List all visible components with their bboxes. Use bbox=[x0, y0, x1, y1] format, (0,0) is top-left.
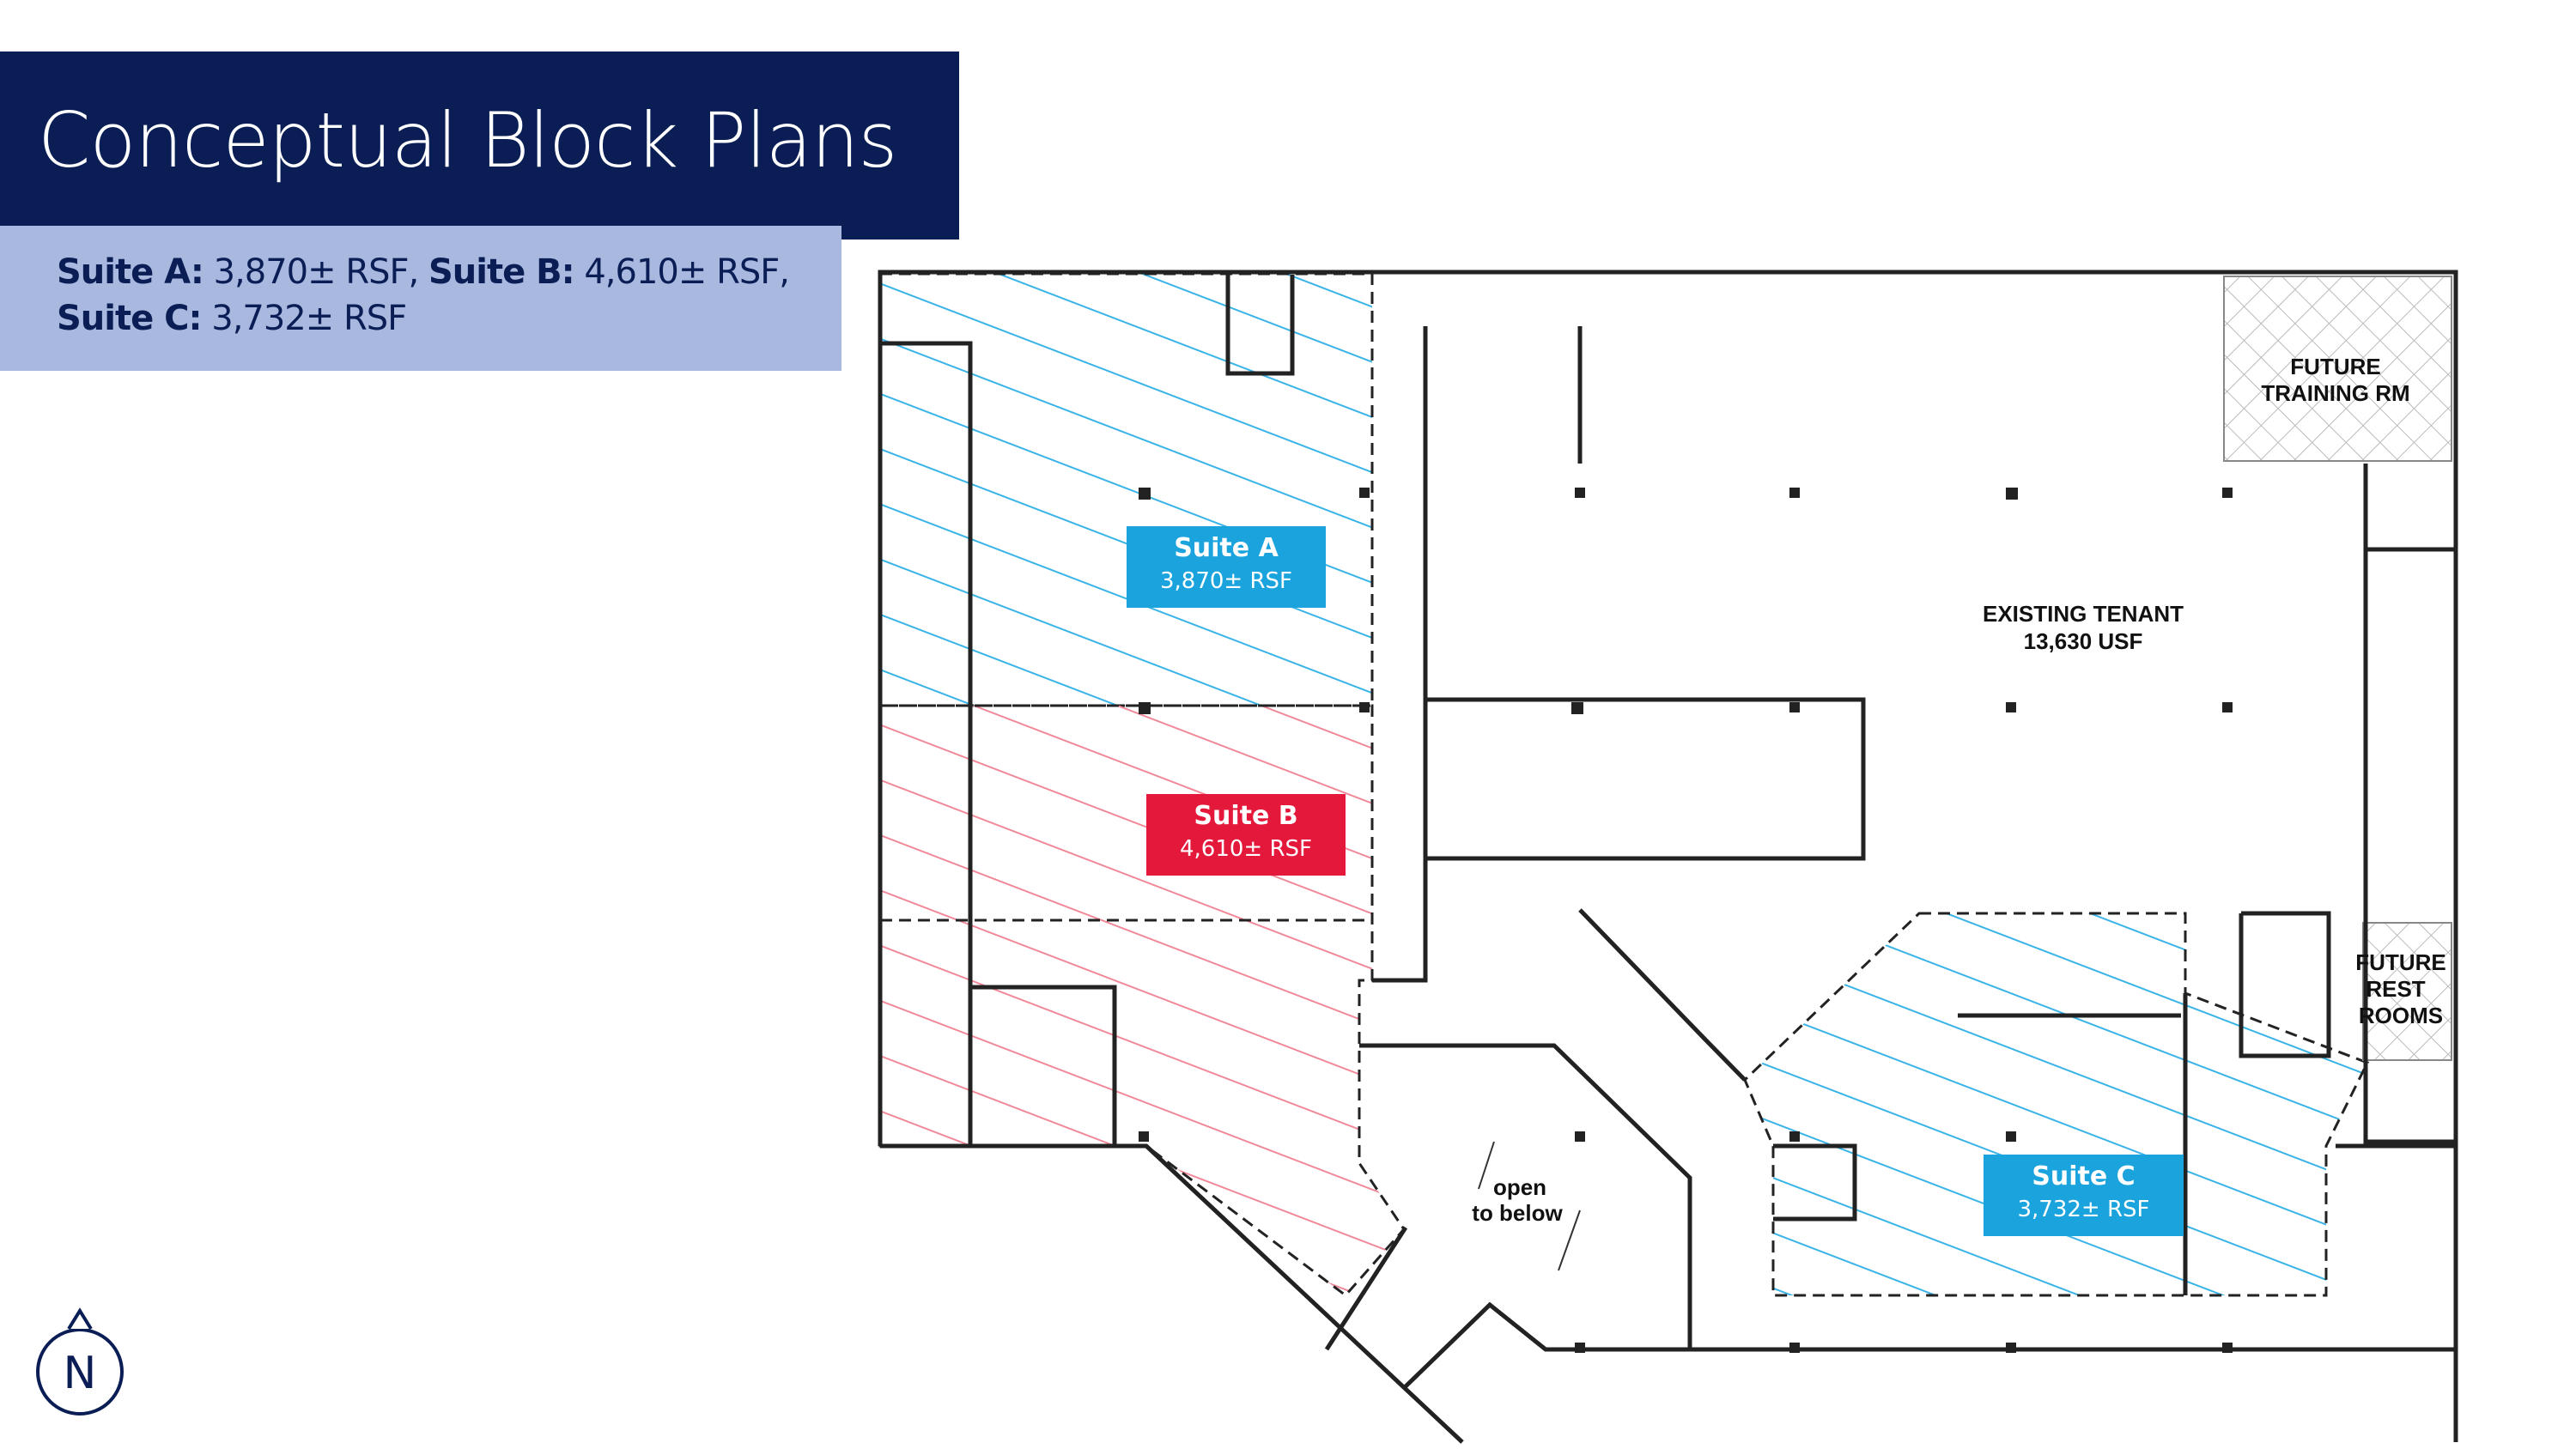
summary-banner bbox=[0, 226, 841, 371]
suite-c-name: Suite C bbox=[2032, 1161, 2136, 1191]
north-compass-icon: N bbox=[36, 1307, 124, 1416]
suite-b-rsf: 4,610± RSF bbox=[1179, 836, 1312, 862]
future-training-area bbox=[2223, 276, 2452, 462]
future-restrooms-label-2: REST bbox=[2366, 976, 2425, 1002]
future-restrooms-area bbox=[2362, 922, 2452, 1061]
page-title: Conceptual Block Plans bbox=[38, 96, 897, 185]
suite-b-tag: Suite B 4,610± RSF bbox=[1146, 794, 1346, 876]
north-label: N bbox=[64, 1348, 97, 1399]
suite-c-rsf: 3,732± RSF bbox=[2017, 1197, 2150, 1222]
future-training-label-1: FUTURE bbox=[2290, 354, 2380, 379]
summary-suite-c-area: 3,732± RSF bbox=[201, 299, 407, 338]
building-walls bbox=[878, 270, 2458, 1444]
summary-suite-c-label: Suite C: bbox=[57, 299, 203, 338]
open-below-label-1: open bbox=[1493, 1174, 1546, 1200]
summary-suite-a-area: 3,870± RSF, bbox=[203, 252, 428, 292]
suite-c-area bbox=[1743, 912, 2370, 1297]
title-banner bbox=[0, 52, 959, 239]
suite-a-area bbox=[878, 272, 1374, 707]
future-training-label-2: TRAINING RM bbox=[2261, 380, 2409, 406]
columns bbox=[1139, 488, 2233, 1353]
suite-a-rsf: 3,870± RSF bbox=[1159, 568, 1292, 594]
existing-tenant-area: 13,630 USF bbox=[2024, 628, 2143, 654]
existing-tenant-label: EXISTING TENANT bbox=[1983, 601, 2184, 627]
future-restrooms-label-1: FUTURE bbox=[2355, 949, 2445, 975]
suite-c-tag: Suite C 3,732± RSF bbox=[1984, 1155, 2184, 1236]
summary-suite-b-label: Suite B: bbox=[428, 252, 575, 292]
summary-suite-b-area: 4,610± RSF, bbox=[574, 252, 790, 292]
suite-a-tag: Suite A 3,870± RSF bbox=[1127, 526, 1326, 608]
suite-b-name: Suite B bbox=[1194, 801, 1298, 831]
suite-a-name: Suite A bbox=[1174, 533, 1279, 563]
summary-suite-a-label: Suite A: bbox=[57, 252, 204, 292]
open-below-label-2: to below bbox=[1472, 1200, 1563, 1226]
suite-summary: Suite A: 3,870± RSF, Suite B: 4,610± RSF… bbox=[57, 249, 790, 342]
future-restrooms-label-3: ROOMS bbox=[2359, 1003, 2443, 1028]
